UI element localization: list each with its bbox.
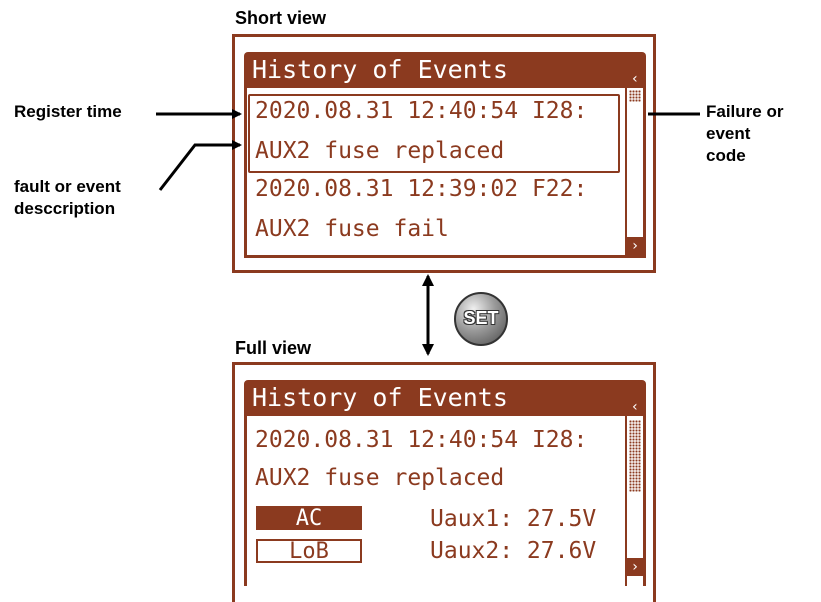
short-view-scrollbar[interactable]: ‹ ›: [625, 71, 643, 255]
failure-code-line1: Failure or: [706, 102, 784, 121]
uaux2-voltage: Uaux2: 27.6V: [430, 538, 597, 564]
full-view-title: Full view: [235, 338, 312, 358]
full-event-description: AUX2 fuse replaced: [255, 465, 505, 491]
short-view-screen-title: History of Events: [244, 52, 646, 88]
event1-datetime-code: 2020.08.31 12:40:54 I28:: [255, 98, 588, 124]
fault-description-label: fault or event desccription: [14, 176, 121, 220]
failure-code-line3: code: [706, 146, 746, 165]
lob-status-badge: LoB: [256, 539, 362, 563]
full-view-scrollbar[interactable]: ‹ ›: [625, 399, 643, 586]
scroll-down-icon[interactable]: ›: [627, 237, 643, 255]
event1-description: AUX2 fuse replaced: [255, 138, 505, 164]
full-view-screen: [244, 416, 646, 586]
fault-description-arrow: [158, 140, 242, 191]
selected-event-box[interactable]: [248, 94, 620, 173]
short-view-screen: [244, 88, 646, 258]
set-button-label: SET: [463, 308, 499, 328]
scroll-up-icon[interactable]: ‹: [630, 71, 640, 87]
short-view-title: Short view: [235, 8, 327, 28]
register-time-label: Register time: [14, 102, 122, 121]
failure-code-label: Failure or event code: [706, 101, 783, 167]
failure-code-line2: event: [706, 124, 751, 143]
full-view-screen-title: History of Events: [244, 380, 646, 416]
set-button[interactable]: SET: [454, 292, 508, 346]
scroll-up-icon[interactable]: ‹: [630, 399, 640, 415]
event2-datetime-code: 2020.08.31 12:39:02 F22:: [255, 176, 588, 202]
fault-description-line2: desccription: [14, 199, 116, 218]
uaux1-voltage: Uaux1: 27.5V: [430, 506, 597, 532]
scroll-thumb[interactable]: [629, 420, 641, 492]
ac-status-badge: AC: [256, 506, 362, 530]
scroll-down-icon[interactable]: ›: [627, 558, 643, 576]
fault-description-line1: fault or event: [14, 177, 121, 196]
scroll-thumb[interactable]: [629, 90, 641, 102]
full-event-datetime-code: 2020.08.31 12:40:54 I28:: [255, 427, 588, 453]
event2-description: AUX2 fuse fail: [255, 216, 449, 242]
